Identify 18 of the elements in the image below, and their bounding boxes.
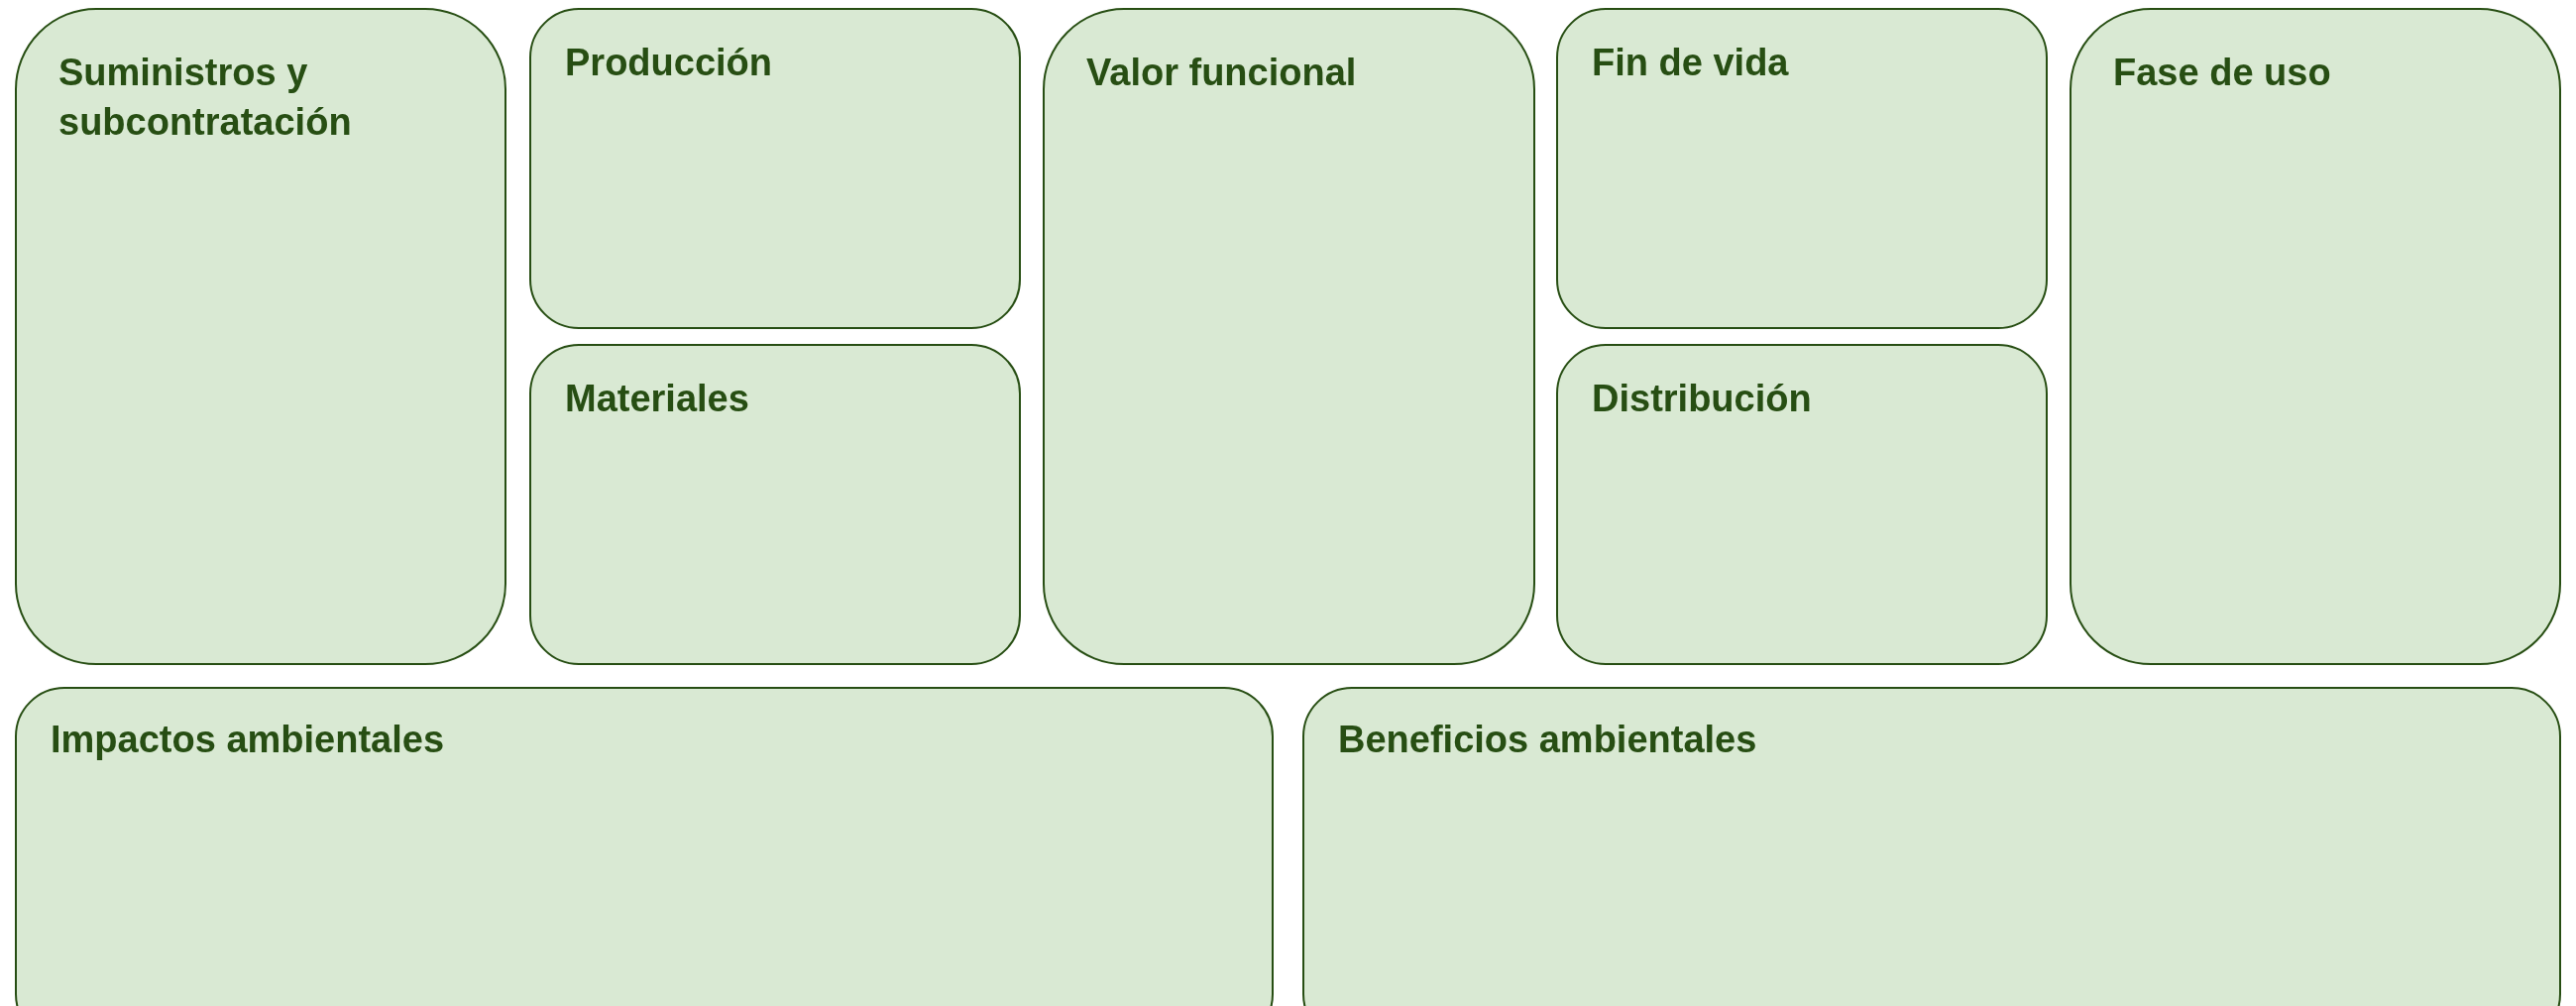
category-box	[15, 687, 1274, 1006]
category-box	[15, 8, 506, 665]
category-box	[1556, 344, 2048, 665]
box-heading: Valor funcional	[1086, 51, 1357, 95]
box-heading: Suministros y subcontratación	[58, 51, 353, 145]
category-box	[529, 8, 1021, 329]
category-box	[2070, 8, 2561, 665]
box-heading: Distribución	[1592, 377, 1812, 421]
box-heading: Materiales	[565, 377, 749, 421]
category-box	[529, 344, 1021, 665]
category-box	[1556, 8, 2048, 329]
box-heading: Impactos ambientales	[51, 718, 445, 762]
box-heading: Fase de uso	[2113, 51, 2331, 95]
category-box	[1302, 687, 2561, 1006]
box-heading: Fin de vida	[1592, 41, 1789, 85]
box-heading: Producción	[565, 41, 773, 85]
box-heading: Beneficios ambientales	[1338, 718, 1757, 762]
category-box	[1043, 8, 1535, 665]
